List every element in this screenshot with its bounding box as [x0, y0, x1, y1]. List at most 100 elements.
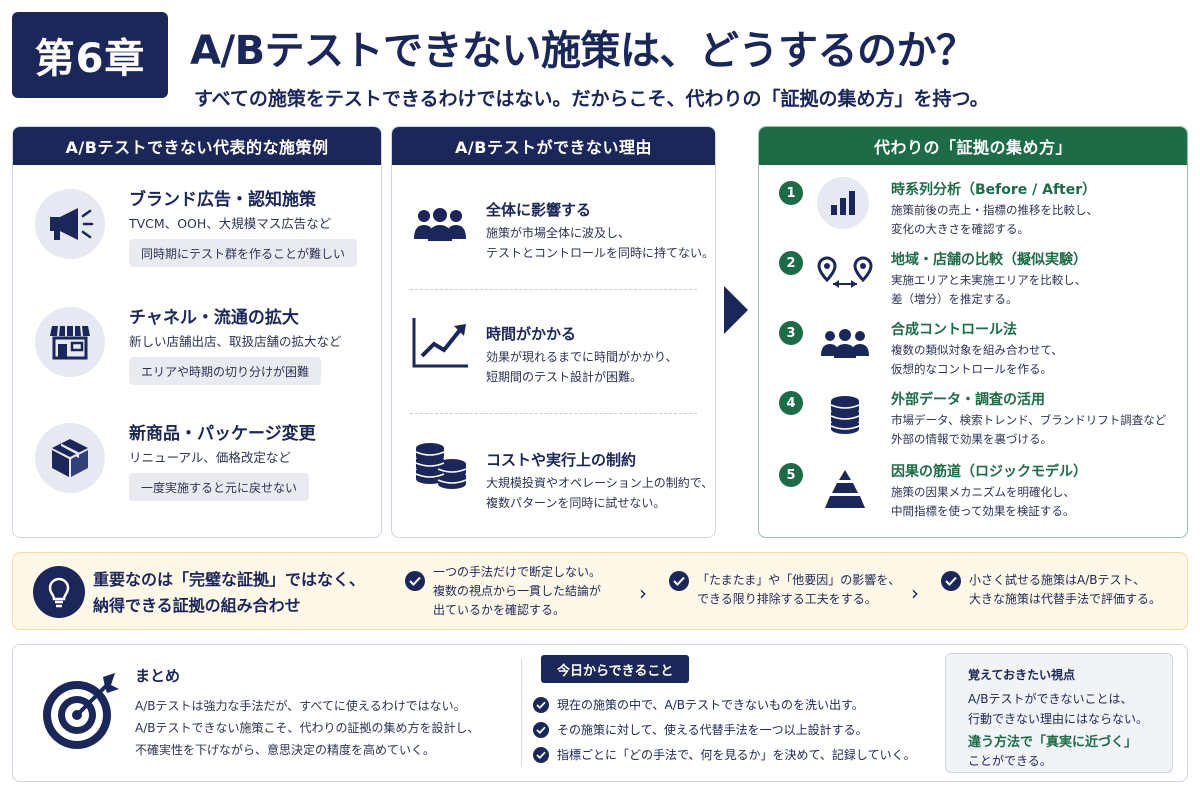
target-icon: [43, 673, 119, 749]
key-point: 「たまたま」や「他要因」の影響を、 できる限り排除する工夫をする。: [697, 571, 900, 609]
method-desc-2: 変化の大きさを確認する。: [891, 222, 1029, 236]
box-icon: [35, 423, 105, 493]
step-number: 4: [779, 391, 803, 415]
pyramid-icon: [817, 463, 873, 515]
group-icon: [817, 319, 873, 371]
reason-item: コストや実行上の制約 大規模投資やオペレーション上の制約で、 複数パターンを同時…: [392, 413, 715, 535]
check-icon: [533, 697, 549, 713]
bar-chart-icon: [817, 177, 869, 229]
reason-item: 全体に影響する 施策が市場全体に波及し、 テストとコントロールを同時に持てない。: [392, 165, 715, 287]
reason-desc-1: 効果が現れるまでに時間がかかり、: [486, 350, 678, 364]
example-tag: エリアや時期の切り分けが困難: [129, 357, 322, 385]
method-title: 外部データ・調査の活用: [891, 392, 1045, 408]
people-icon: [408, 199, 472, 255]
memo-heading: 覚えておきたい視点: [968, 668, 1076, 682]
reasons-heading: A/Bテストができない理由: [392, 127, 715, 165]
today-item: 現在の施策の中で、A/Bテストできないものを洗い出す。: [557, 698, 864, 712]
divider: [521, 659, 522, 767]
example-tag: 一度実施すると元に戻せない: [129, 473, 310, 501]
today-item: その施策に対して、使える代替手法を一つ以上設計する。: [557, 723, 868, 737]
reason-desc-1: 大規模投資やオペレーション上の制約で、: [486, 476, 714, 490]
key-point-line: 複数の視点から一貫した結論が: [433, 584, 602, 598]
summary-line: A/Bテストできない施策こそ、代わりの証拠の集め方を設計し、: [135, 721, 480, 735]
reason-desc-2: テストとコントロールを同時に持てない。: [486, 246, 715, 260]
database-icon: [817, 389, 873, 441]
method-title: 合成コントロール法: [891, 322, 1017, 338]
methods-panel: 代わりの「証拠の集め方」 1 時系列分析（Before / After） 施策前…: [758, 126, 1188, 538]
example-item: 新商品・パッケージ変更 リニューアル、価格改定など 一度実施すると元に戻せない: [13, 407, 381, 527]
check-icon: [533, 722, 549, 738]
memo-accent: 違う方法で「真実に近づく」: [968, 735, 1138, 750]
check-icon: [669, 571, 689, 591]
key-headline-1: 重要なのは「完璧な証拠」ではなく、: [93, 570, 366, 589]
method-desc-2: 中間指標を使って効果を検証する。: [891, 504, 1075, 518]
chevron-right-icon: ›: [639, 581, 647, 605]
page-title: A/Bテストできない施策は、どうするのか？: [190, 28, 976, 74]
example-title: チャネル・流通の拡大: [129, 308, 299, 328]
key-message-strip: 重要なのは「完璧な証拠」ではなく、 納得できる証拠の組み合わせ 一つの手法だけで…: [12, 552, 1188, 630]
key-point-line: できる限り排除する工夫をする。: [697, 592, 877, 606]
example-desc: TVCM、OOH、大規模マス広告など: [129, 216, 332, 231]
chapter-badge: 第6章: [12, 12, 168, 98]
today-item: 指標ごとに「どの手法で、何を見るか」を決めて、記録していく。: [557, 748, 916, 762]
step-number: 3: [779, 321, 803, 345]
summary-line: 不確実性を下げながら、意思決定の精度を高めていく。: [135, 743, 436, 757]
reason-desc-1: 施策が市場全体に波及し、: [486, 226, 631, 240]
method-desc-1: 施策の因果メカニズムを明確化し、: [891, 485, 1075, 499]
example-desc: リニューアル、価格改定など: [129, 450, 291, 465]
check-icon: [405, 571, 425, 591]
key-point: 小さく試せる施策はA/Bテスト、 大きな施策は代替手法で評価する。: [969, 571, 1161, 609]
check-icon: [533, 747, 549, 763]
key-point-line: 小さく試せる施策はA/Bテスト、: [969, 573, 1146, 587]
reason-title: 全体に影響する: [486, 201, 592, 219]
method-title: 地域・店舗の比較（擬似実験）: [891, 252, 1087, 268]
memo-line: 行動できない理由にはならない。: [968, 712, 1149, 726]
location-pins-icon: [817, 247, 873, 299]
methods-heading: 代わりの「証拠の集め方」: [759, 127, 1187, 165]
key-point-line: 「たまたま」や「他要因」の影響を、: [697, 573, 901, 587]
example-item: チャネル・流通の拡大 新しい店舗出店、取扱店舗の拡大など エリアや時期の切り分け…: [13, 289, 381, 407]
reason-title: コストや実行上の制約: [486, 451, 637, 469]
memo-line: ことができる。: [968, 754, 1052, 768]
reason-item: 時間がかかる 効果が現れるまでに時間がかかり、 短期間のテスト設計が困難。: [392, 289, 715, 411]
key-headline: 重要なのは「完璧な証拠」ではなく、 納得できる証拠の組み合わせ: [93, 567, 365, 619]
check-icon: [941, 571, 961, 591]
step-number: 5: [779, 463, 803, 487]
example-title: ブランド広告・認知施策: [129, 190, 316, 210]
method-desc-1: 市場データ、検索トレンド、ブランドリフト調査など: [891, 413, 1167, 427]
summary-title: まとめ: [135, 667, 181, 685]
method-desc-2: 仮想的なコントロールを作る。: [891, 362, 1052, 376]
reason-desc-2: 短期間のテスト設計が困難。: [486, 370, 643, 384]
key-point-line: 一つの手法だけで断定しない。: [433, 565, 602, 579]
page-subtitle: すべての施策をテストできるわけではない。だからこそ、代わりの「証拠の集め方」を持…: [194, 88, 989, 110]
memo-box: 覚えておきたい視点 A/Bテストができないことは、 行動できない理由にはならない…: [945, 653, 1173, 773]
example-tag: 同時期にテスト群を作ることが難しい: [129, 239, 358, 267]
reasons-panel: A/Bテストができない理由 全体に影響する 施策が市場全体に波及し、 テストとコ…: [391, 126, 716, 538]
lightbulb-icon: [33, 566, 85, 618]
store-icon: [35, 307, 105, 377]
key-headline-2: 納得できる証拠の組み合わせ: [93, 596, 301, 615]
step-number: 1: [779, 181, 803, 205]
divider: [410, 413, 697, 414]
method-desc-1: 複数の類似対象を組み合わせて、: [891, 343, 1063, 357]
examples-heading: A/Bテストできない代表的な施策例: [13, 127, 381, 165]
example-desc: 新しい店舗出店、取扱店舗の拡大など: [129, 334, 342, 349]
chevron-right-icon: ›: [911, 581, 919, 605]
reason-title: 時間がかかる: [486, 325, 577, 343]
memo-line: A/Bテストができないことは、: [968, 692, 1133, 706]
trend-chart-icon: [408, 315, 472, 371]
method-desc-2: 差（増分）を推定する。: [891, 292, 1018, 306]
method-desc-1: 実施エリアと未実施エリアを比較し、: [891, 273, 1087, 287]
arrow-right-icon: [724, 286, 748, 334]
reason-desc-2: 複数パターンを同時に試せない。: [486, 496, 666, 510]
divider: [410, 289, 697, 290]
key-point-line: 大きな施策は代替手法で評価する。: [969, 592, 1162, 606]
key-point: 一つの手法だけで断定しない。 複数の視点から一貫した結論が 出ているかを確認する…: [433, 563, 601, 620]
megaphone-icon: [35, 189, 105, 259]
key-point-line: 出ているかを確認する。: [433, 603, 566, 617]
example-item: ブランド広告・認知施策 TVCM、OOH、大規模マス広告など 同時期にテスト群を…: [13, 165, 381, 289]
summary-line: A/Bテストは強力な手法だが、すべてに使えるわけではない。: [135, 699, 466, 713]
method-title: 因果の筋道（ロジックモデル）: [891, 464, 1087, 480]
today-heading: 今日からできること: [541, 655, 690, 683]
summary-panel: まとめ A/Bテストは強力な手法だが、すべてに使えるわけではない。 A/Bテスト…: [12, 644, 1188, 782]
